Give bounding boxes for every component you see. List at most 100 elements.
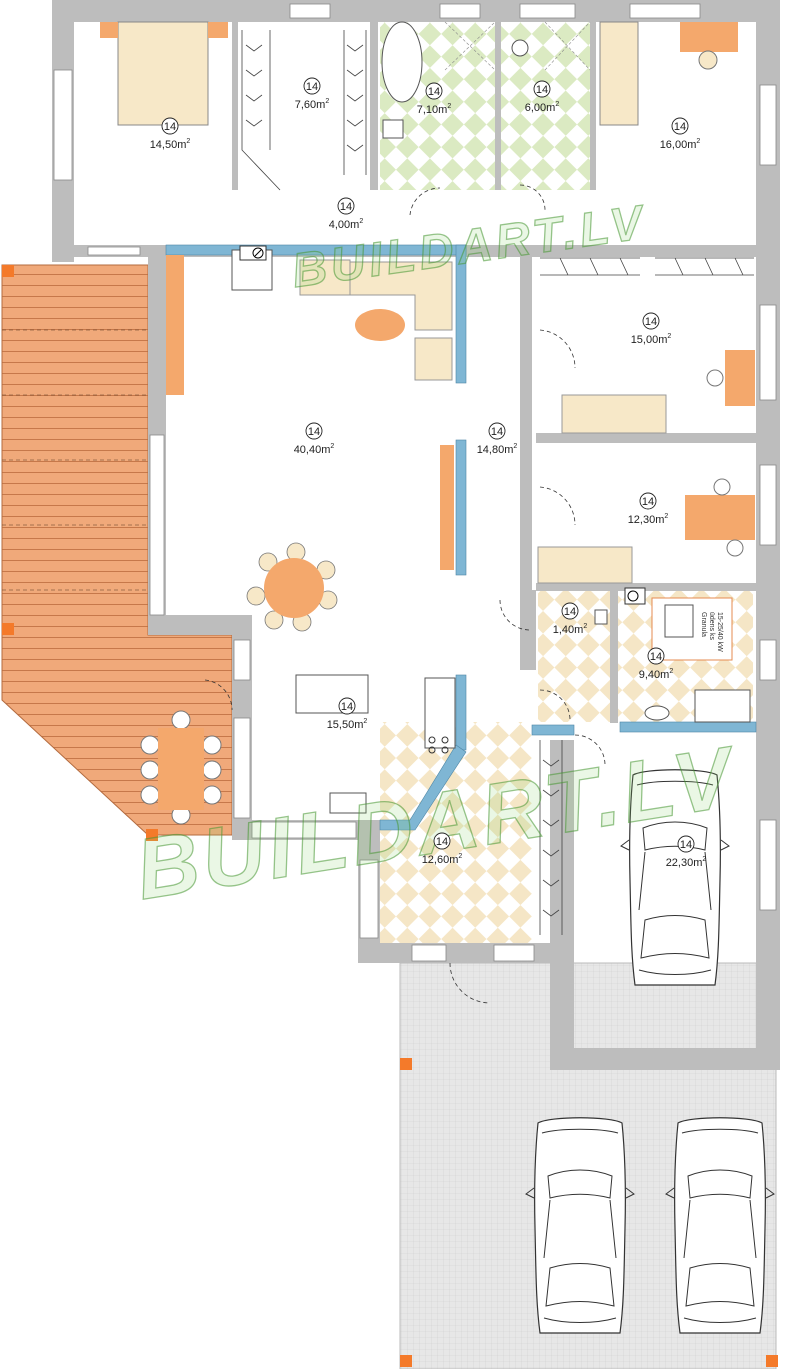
svg-text:15-25/40 kW: 15-25/40 kW bbox=[716, 612, 723, 652]
nightstand bbox=[100, 22, 118, 38]
room-number-circle bbox=[533, 80, 551, 98]
room-area-unit-sup: 2 bbox=[702, 856, 706, 863]
nightstand bbox=[208, 22, 228, 38]
room-area-unit-sup: 2 bbox=[325, 98, 329, 105]
room-label: 14 4,00m2 bbox=[329, 197, 364, 231]
room-area-unit-sup: 2 bbox=[363, 718, 367, 725]
room-label: 14 1,40m2 bbox=[553, 602, 588, 636]
toilet bbox=[594, 609, 608, 625]
room-area: 1,40m2 bbox=[553, 623, 588, 636]
room-area-value: 7,10m bbox=[417, 104, 448, 116]
svg-text:ūdens ks: ūdens ks bbox=[708, 612, 715, 641]
room-area-value: 16,00m bbox=[660, 139, 697, 151]
room-number: 14 bbox=[536, 84, 548, 96]
room-area-value: 6,00m bbox=[525, 102, 556, 114]
room-number: 14 bbox=[428, 86, 440, 98]
bed bbox=[537, 546, 633, 584]
doors bbox=[204, 184, 606, 1004]
blue-walls bbox=[165, 244, 757, 831]
wardrobes bbox=[241, 30, 754, 935]
room-area: 14,80m2 bbox=[477, 443, 518, 456]
room-area-unit-sup: 2 bbox=[583, 623, 587, 630]
room-number: 14 bbox=[674, 121, 686, 133]
room-number: 14 bbox=[164, 121, 176, 133]
room-area-unit-sup: 2 bbox=[513, 443, 517, 450]
room-area-unit-sup: 2 bbox=[696, 138, 700, 145]
coffee-table bbox=[355, 309, 405, 341]
toilet bbox=[382, 119, 404, 139]
room-area-value: 22,30m bbox=[666, 857, 703, 869]
room-number: 14 bbox=[564, 606, 576, 618]
room-area: 15,50m2 bbox=[327, 718, 368, 731]
room-area: 9,40m2 bbox=[639, 668, 674, 681]
room-number: 14 bbox=[436, 836, 448, 848]
room-area: 7,60m2 bbox=[295, 98, 330, 111]
room-area: 12,60m2 bbox=[422, 853, 463, 866]
room-number-circle bbox=[677, 835, 695, 853]
room-label: 14 16,00m2 bbox=[660, 117, 701, 151]
room-area-unit-sup: 2 bbox=[669, 668, 673, 675]
post bbox=[400, 1355, 412, 1367]
sink bbox=[644, 705, 670, 721]
room-number-circle bbox=[425, 82, 443, 100]
sofa bbox=[299, 259, 453, 381]
room-label: 14 12,60m2 bbox=[422, 832, 463, 866]
room-number-circle bbox=[671, 117, 689, 135]
room-area: 6,00m2 bbox=[525, 101, 560, 114]
desk bbox=[685, 495, 755, 540]
room-number-circle bbox=[488, 422, 506, 440]
room-area-unit-sup: 2 bbox=[447, 103, 451, 110]
room-area-value: 4,00m bbox=[329, 219, 360, 231]
bathtub bbox=[381, 21, 423, 103]
room-label: 14 6,00m2 bbox=[525, 80, 560, 114]
room-number: 14 bbox=[340, 201, 352, 213]
room-area: 40,40m2 bbox=[294, 443, 335, 456]
room-number-circle bbox=[337, 197, 355, 215]
room-area-value: 7,60m bbox=[295, 99, 326, 111]
terrace-dining-table bbox=[140, 710, 222, 825]
room-area-value: 1,40m bbox=[553, 624, 584, 636]
room-area: 15,00m2 bbox=[631, 333, 672, 346]
room-area-value: 40,40m bbox=[294, 444, 331, 456]
room-label: 14 15,50m2 bbox=[327, 697, 368, 731]
room-area: 12,30m2 bbox=[628, 513, 669, 526]
room-area-value: 12,60m bbox=[422, 854, 459, 866]
round-dining-table bbox=[246, 542, 338, 632]
car-parking bbox=[525, 1117, 635, 1334]
room-area-unit-sup: 2 bbox=[555, 101, 559, 108]
double-bed bbox=[117, 21, 209, 126]
sideboard bbox=[166, 255, 184, 395]
room-number-circle bbox=[161, 117, 179, 135]
post bbox=[400, 1058, 412, 1070]
room-number-circle bbox=[303, 77, 321, 95]
room-number-circle bbox=[561, 602, 579, 620]
room-area-unit-sup: 2 bbox=[359, 218, 363, 225]
room-number: 14 bbox=[308, 426, 320, 438]
room-area-value: 14,80m bbox=[477, 444, 514, 456]
svg-text:Granula: Granula bbox=[700, 612, 707, 637]
post bbox=[146, 829, 158, 841]
post bbox=[2, 623, 14, 635]
post bbox=[2, 265, 14, 277]
post bbox=[766, 1355, 778, 1367]
windows bbox=[53, 3, 777, 962]
room-number-circle bbox=[305, 422, 323, 440]
room-number: 14 bbox=[341, 701, 353, 713]
room-number-circle bbox=[433, 832, 451, 850]
cooktop bbox=[424, 677, 456, 749]
room-area: 16,00m2 bbox=[660, 138, 701, 151]
single-bed bbox=[599, 21, 639, 126]
room-number-circle bbox=[338, 697, 356, 715]
room-area-value: 12,30m bbox=[628, 514, 665, 526]
room-area: 4,00m2 bbox=[329, 218, 364, 231]
room-number: 14 bbox=[306, 81, 318, 93]
room-area: 22,30m2 bbox=[666, 856, 707, 869]
tv-stand bbox=[440, 445, 454, 570]
room-area-value: 15,50m bbox=[327, 719, 364, 731]
